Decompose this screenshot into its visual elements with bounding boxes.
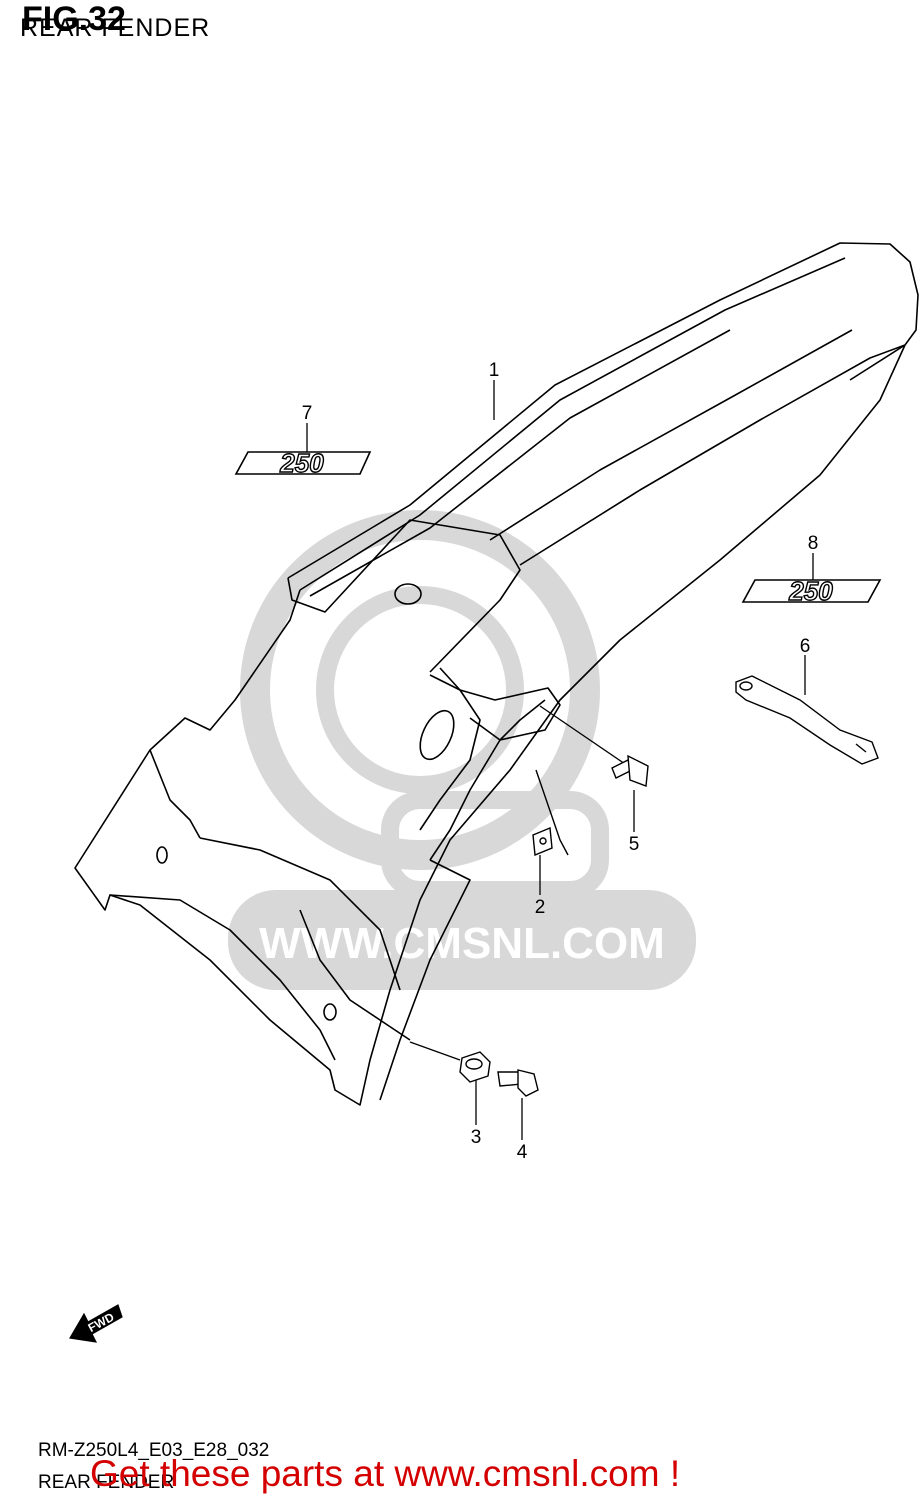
fender-ridge-3	[489, 329, 853, 541]
strap-body	[735, 675, 879, 765]
bolt-5-head	[627, 754, 649, 787]
part-7-decal: 250	[234, 447, 372, 479]
fwd-arrow-shape	[69, 1304, 123, 1343]
part-2-clip-nut	[532, 769, 569, 857]
diagram-code: RM-Z250L4_E03_E28_032	[38, 1440, 270, 1461]
callout-4: 4	[517, 1142, 528, 1163]
fender-bottom-flap	[109, 894, 336, 1061]
clip-nut-guide	[535, 769, 569, 856]
callout-8: 8	[808, 533, 819, 554]
clip-nut-hole	[539, 837, 547, 845]
fender-hole-top	[394, 583, 422, 605]
part-8-decal: 250	[741, 575, 882, 607]
callouts: 1 2 3 4 5 6 7 8	[302, 360, 819, 1163]
fender-ridge-5	[849, 344, 906, 381]
part-3-nut	[459, 1051, 491, 1083]
watermark-inner-ring	[316, 586, 524, 794]
part-5-bolt	[611, 754, 649, 787]
callout-7: 7	[302, 403, 313, 424]
figure-title: REAR FENDER	[20, 14, 211, 42]
rear-fender	[74, 242, 919, 1106]
fender-inner-channel-2	[429, 699, 546, 861]
decal-8-text: 250	[788, 576, 833, 606]
part-6-strap	[735, 675, 879, 765]
part-4-bolt	[497, 1069, 539, 1097]
fender-hole-side	[156, 846, 168, 864]
figure-label: FIG.32	[22, 0, 126, 38]
strap-hole-front	[739, 681, 753, 691]
fender-trim-line	[299, 909, 411, 1041]
fender-inner-channel	[419, 674, 481, 831]
fender-ridge-2	[309, 329, 731, 597]
bolt-4-head	[517, 1069, 539, 1097]
callout-1: 1	[489, 360, 500, 381]
watermark-logo-box	[381, 791, 609, 899]
fender-front-rim	[287, 519, 521, 673]
leader-lines	[306, 380, 814, 1140]
fender-ridge-1	[299, 257, 846, 591]
fender-side-flap	[149, 749, 201, 839]
leader-5-axis	[539, 705, 629, 767]
nut-3-hole	[465, 1058, 483, 1070]
fender-side-outline	[74, 344, 906, 1106]
callout-6: 6	[800, 636, 811, 657]
callout-5: 5	[629, 834, 640, 855]
footer-title: REAR FENDER	[38, 1472, 175, 1493]
fender-mount-hole	[419, 709, 455, 761]
fender-lower-flank	[379, 859, 471, 1101]
leader-3-axis	[409, 1041, 461, 1061]
fwd-arrow: FWD	[69, 1304, 123, 1343]
decal-7-text: 250	[279, 448, 324, 478]
fender-ridge-4	[519, 344, 906, 566]
parts-link[interactable]: Get these parts at www.cmsnl.com !	[90, 1453, 681, 1494]
watermark-ring	[240, 510, 600, 870]
watermark-banner	[228, 890, 696, 990]
callout-2: 2	[535, 897, 546, 918]
fender-top-edge	[287, 242, 919, 579]
decal-7-outline	[234, 451, 372, 475]
decal-8-outline	[741, 579, 882, 603]
fender-hole-rear	[323, 1003, 337, 1021]
fender-mount-bracket	[439, 667, 561, 741]
callout-3: 3	[471, 1127, 482, 1148]
watermark-text: WWW.CMSNL.COM	[259, 919, 665, 968]
fender-wheel-arch	[199, 837, 401, 991]
watermark: WWW.CMSNL.COM	[228, 510, 696, 990]
strap-slot	[855, 743, 867, 753]
